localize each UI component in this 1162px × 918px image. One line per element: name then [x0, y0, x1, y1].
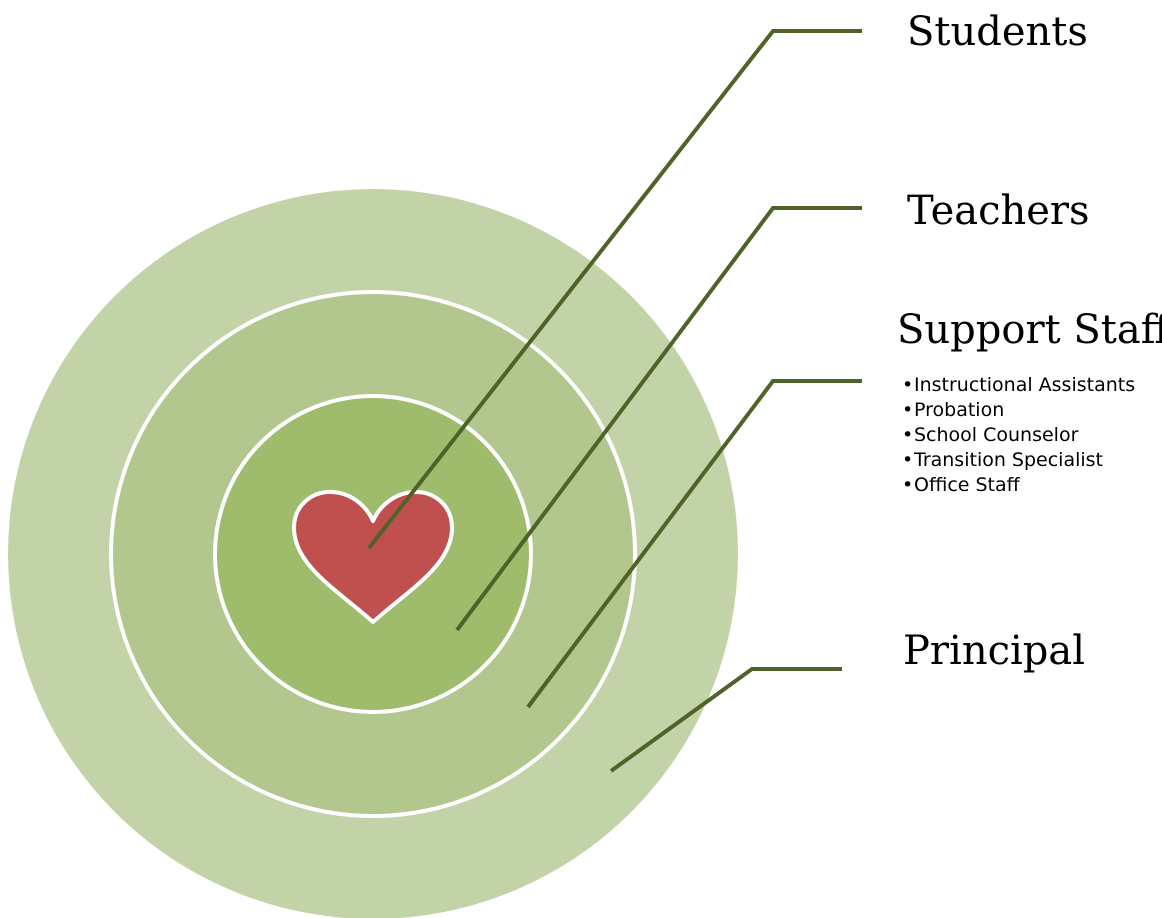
list-item: •Office Staff: [902, 473, 1162, 498]
list-item-text: Office Staff: [914, 474, 1020, 496]
support-staff-label: Support Staff: [897, 307, 1162, 353]
bullet: •: [902, 374, 914, 396]
support-staff-list: •Instructional Assistants •Probation •Sc…: [902, 373, 1162, 498]
list-item-text: School Counselor: [914, 424, 1079, 446]
list-item: •Instructional Assistants: [902, 373, 1162, 398]
list-item-text: Transition Specialist: [914, 449, 1104, 471]
students-label: Students: [907, 9, 1088, 55]
students-leader-line: [367, 29, 862, 550]
heart-icon: [292, 490, 454, 624]
principal-label: Principal: [903, 628, 1086, 674]
list-item-text: Instructional Assistants: [914, 374, 1136, 396]
bullet: •: [902, 474, 914, 496]
principal-leader-line: [609, 667, 842, 773]
list-item: •Probation: [902, 398, 1162, 423]
support-staff-leader-line: [526, 379, 862, 709]
teachers-leader-line: [455, 206, 862, 632]
bullet: •: [902, 399, 914, 421]
bullet: •: [902, 449, 914, 471]
list-item: •School Counselor: [902, 423, 1162, 448]
bullet: •: [902, 424, 914, 446]
list-item-text: Probation: [914, 399, 1005, 421]
teachers-label: Teachers: [907, 188, 1090, 234]
list-item: •Transition Specialist: [902, 448, 1162, 473]
